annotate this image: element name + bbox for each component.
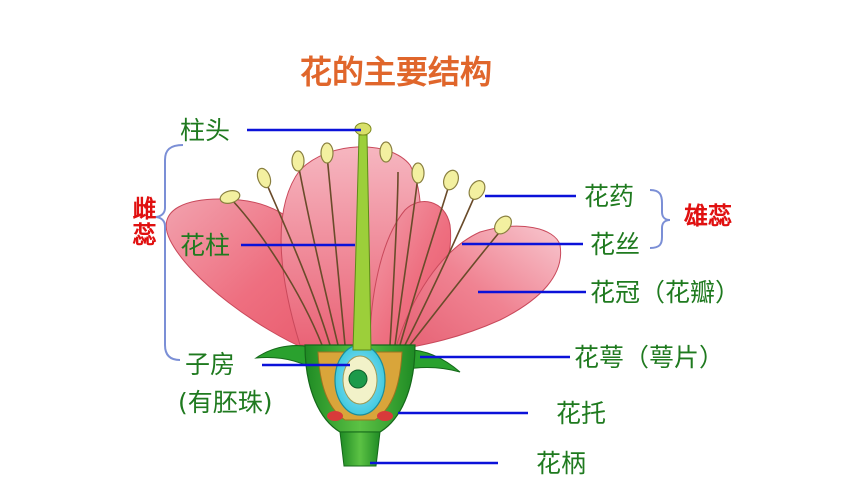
label-stigma: 柱头 <box>180 116 231 145</box>
label-pistil: 雌蕊 <box>128 196 156 248</box>
pistil-bracket <box>154 144 184 361</box>
label-stamen: 雄蕊 <box>684 202 732 230</box>
receptacle-red-left <box>327 411 343 421</box>
page-title: 花的主要结构 <box>300 53 493 91</box>
leader-lines <box>241 128 586 465</box>
stamen-bracket <box>649 189 671 249</box>
label-anther: 花药 <box>584 182 635 211</box>
ovule-shape <box>348 369 368 389</box>
anther-heads <box>219 141 512 235</box>
label-receptacle: 花托 <box>556 399 607 428</box>
receptacle-red-right <box>377 411 393 421</box>
style-shape <box>352 134 372 351</box>
label-pedicel: 花柄 <box>536 449 587 478</box>
label-filament: 花丝 <box>590 230 641 259</box>
label-calyx: 花萼（萼片） <box>574 343 725 372</box>
pedicel-shape <box>339 431 381 467</box>
label-style: 花柱 <box>180 231 231 260</box>
stamens <box>231 154 504 346</box>
label-corolla: 花冠（花瓣） <box>590 278 741 307</box>
label-ovule: (有胚珠) <box>178 388 273 417</box>
label-ovary: 子房 <box>185 350 236 379</box>
